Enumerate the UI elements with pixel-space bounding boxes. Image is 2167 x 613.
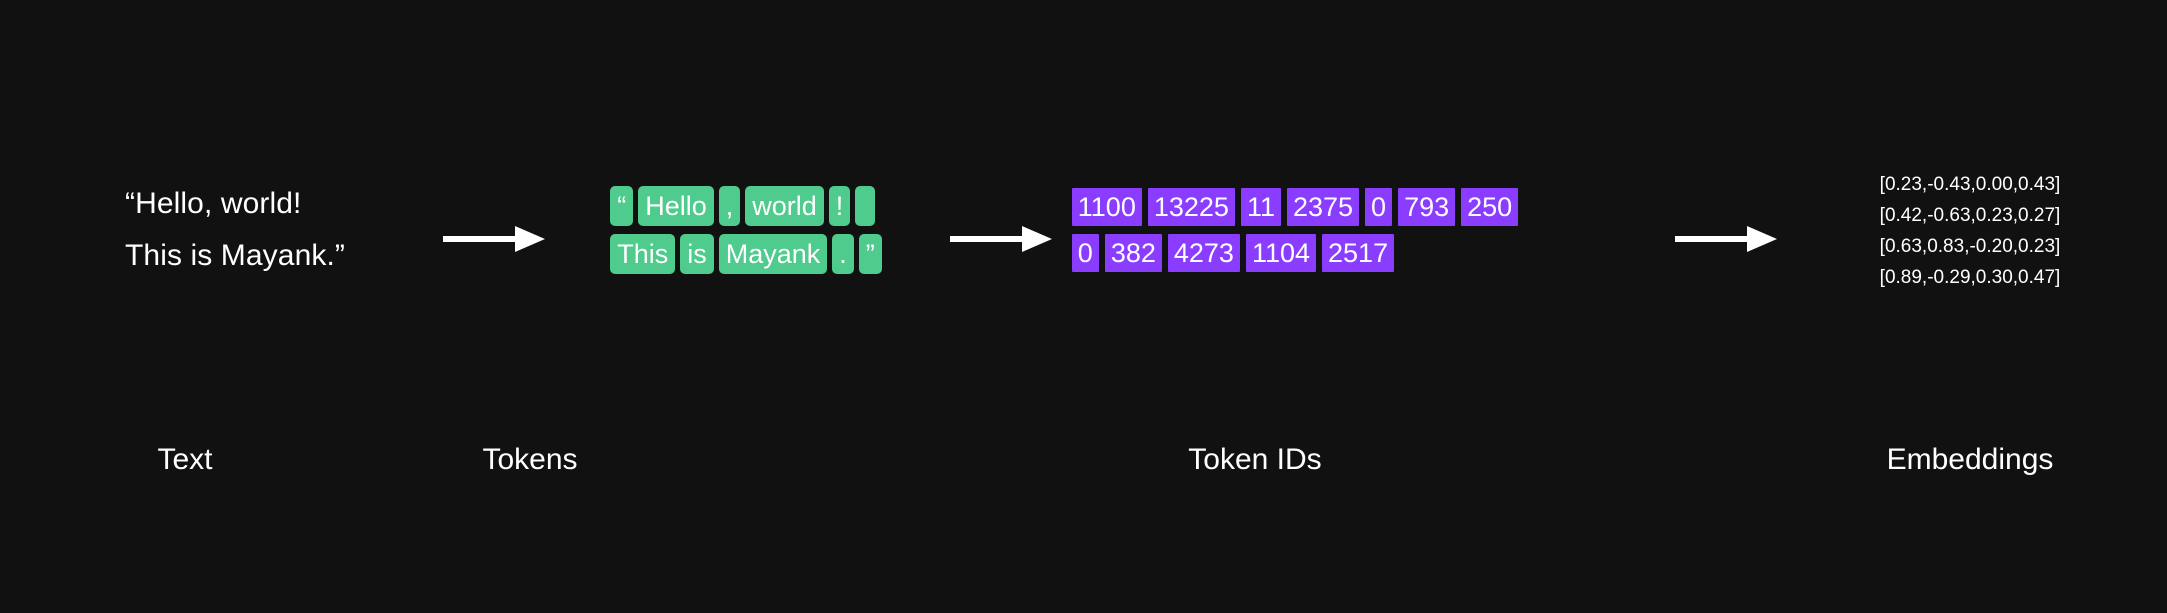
token-chip: is bbox=[680, 234, 714, 274]
token-id-chip-grid: 1100 13225 11 2375 0 793 250 0 382 4273 … bbox=[1071, 188, 1519, 272]
token-id-chip: 13225 bbox=[1147, 188, 1235, 226]
stage-text: “Hello, world! This is Mayank.” bbox=[70, 175, 400, 285]
token-id-chip: 793 bbox=[1398, 188, 1456, 226]
text-line: This is Mayank.” bbox=[125, 239, 345, 272]
token-chip: Mayank bbox=[718, 234, 828, 274]
token-chip: “ bbox=[610, 186, 634, 226]
token-id-chip: 4273 bbox=[1167, 234, 1240, 272]
arrow-tokens-to-ids-icon bbox=[950, 222, 1060, 256]
stage-embeddings: [0.23,-0.43,0.00,0.43] [0.42,-0.63,0.23,… bbox=[1845, 168, 2095, 293]
embedding-vectors: [0.23,-0.43,0.00,0.43] [0.42,-0.63,0.23,… bbox=[1845, 169, 2095, 293]
token-id-chip: 11 bbox=[1240, 188, 1281, 226]
text-lines: “Hello, world! This is Mayank.” bbox=[125, 178, 345, 282]
stage-label-text: Text bbox=[157, 443, 213, 476]
token-chip: This bbox=[610, 234, 676, 274]
token-id-chip: 2375 bbox=[1286, 188, 1360, 226]
token-id-chip: 2517 bbox=[1322, 234, 1395, 272]
stage-token-ids: 1100 13225 11 2375 0 793 250 0 382 4273 … bbox=[1065, 175, 1525, 285]
token-id-row: 1100 13225 11 2375 0 793 250 bbox=[1071, 188, 1519, 226]
token-chip-grid: “ Hello , world ! This is Mayank . ” bbox=[610, 186, 882, 274]
token-id-chip: 250 bbox=[1461, 188, 1519, 226]
token-chip: world bbox=[745, 186, 824, 226]
stage-label-token-ids: Token IDs bbox=[1188, 443, 1322, 476]
embedding-vector: [0.89,-0.29,0.30,0.47] bbox=[1879, 266, 2061, 288]
token-id-chip: 0 bbox=[1071, 234, 1099, 272]
token-id-chip: 1100 bbox=[1071, 188, 1142, 226]
text-line: “Hello, world! bbox=[125, 187, 302, 220]
token-row: This is Mayank . ” bbox=[610, 234, 882, 274]
stage-label-tokens: Tokens bbox=[482, 443, 578, 476]
stage-tokens: “ Hello , world ! This is Mayank . ” bbox=[556, 175, 936, 285]
token-chip: Hello bbox=[638, 186, 714, 226]
arrow-ids-to-embeddings-icon bbox=[1675, 222, 1785, 256]
token-chip-whitespace bbox=[855, 186, 876, 226]
token-chip: ! bbox=[828, 186, 851, 226]
embedding-vector: [0.63,0.83,-0.20,0.23] bbox=[1879, 235, 2061, 257]
embedding-vector: [0.42,-0.63,0.23,0.27] bbox=[1879, 204, 2061, 226]
token-chip: ” bbox=[858, 234, 882, 274]
token-id-chip: 1104 bbox=[1245, 234, 1317, 272]
token-id-chip: 382 bbox=[1104, 234, 1162, 272]
token-id-row: 0 382 4273 1104 2517 bbox=[1071, 234, 1395, 272]
arrow-text-to-tokens-icon bbox=[443, 222, 553, 256]
token-row: “ Hello , world ! bbox=[610, 186, 876, 226]
stage-label-embeddings: Embeddings bbox=[1886, 443, 2054, 476]
token-chip: , bbox=[718, 186, 741, 226]
token-chip: . bbox=[832, 234, 854, 274]
embedding-vector: [0.23,-0.43,0.00,0.43] bbox=[1879, 173, 2061, 195]
token-id-chip: 0 bbox=[1365, 188, 1393, 226]
